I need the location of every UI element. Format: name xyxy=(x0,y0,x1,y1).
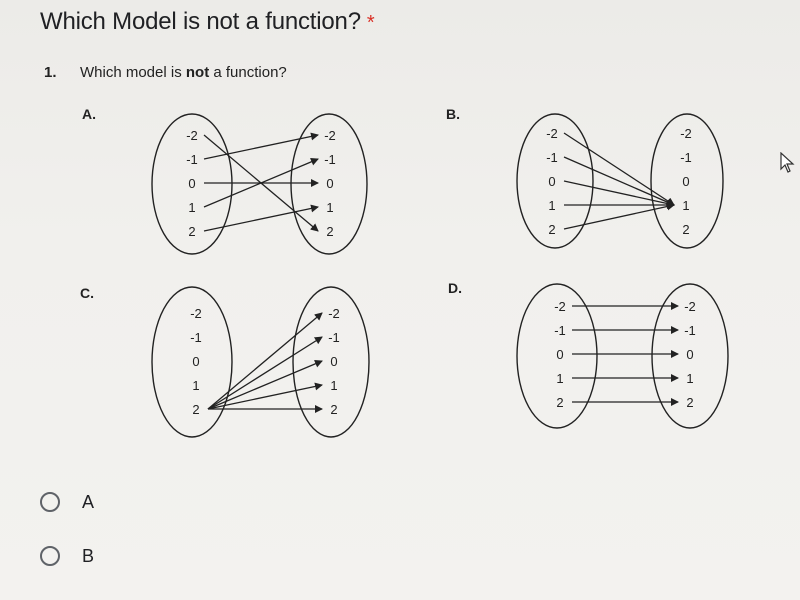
option-b-label: B xyxy=(82,545,95,566)
model-d-domain-oval xyxy=(516,283,598,429)
mouse-pointer-icon xyxy=(780,152,795,173)
model-b-diagram: -2 -1 0 1 2 -2 -1 0 1 2 xyxy=(516,113,724,249)
prompt-after: a function? xyxy=(209,64,287,81)
model-a-range-value: 1 xyxy=(326,200,333,215)
model-a-domain-value: 1 xyxy=(188,200,195,215)
prompt-bold: not xyxy=(185,64,210,81)
option-a[interactable]: A xyxy=(40,488,94,516)
model-b-arrow xyxy=(563,202,675,230)
model-a-domain-value: -2 xyxy=(186,128,198,143)
model-d-range-value: 0 xyxy=(686,347,693,362)
model-c-range-value: -1 xyxy=(328,330,340,345)
model-b-range-value: -2 xyxy=(680,126,692,141)
model-b-range-oval xyxy=(650,113,724,249)
model-d-domain-value: -1 xyxy=(554,323,566,338)
model-d-range-value: 1 xyxy=(686,371,693,386)
model-c-domain-value: 0 xyxy=(192,354,199,369)
model-a-domain-value: 2 xyxy=(188,224,195,239)
model-c-domain-value: -1 xyxy=(190,330,202,345)
model-c-arrow xyxy=(207,360,323,410)
model-b-range-value: 2 xyxy=(682,222,689,237)
model-a-range-value: 2 xyxy=(326,224,333,239)
model-a-arrow xyxy=(203,158,319,208)
radio-a[interactable] xyxy=(40,492,60,512)
prompt-before: Which model is xyxy=(80,64,186,81)
model-c-domain-value: -2 xyxy=(190,306,202,321)
answer-options: A B xyxy=(40,488,94,596)
model-b-domain-oval xyxy=(516,113,594,249)
option-b[interactable]: B xyxy=(40,542,94,570)
model-c-range-value: -2 xyxy=(328,306,340,321)
model-b-domain-value: 2 xyxy=(548,222,555,237)
model-b-range-value: 1 xyxy=(682,198,689,213)
model-d-range-value: 2 xyxy=(686,395,693,410)
model-a-range-oval xyxy=(290,113,368,255)
model-c-domain-oval xyxy=(151,286,233,438)
question-title-text: Which Model is not a function? xyxy=(40,8,361,35)
model-b-arrow xyxy=(563,180,675,208)
model-c-range-oval xyxy=(292,286,370,438)
model-a-range-value: 0 xyxy=(326,176,333,191)
model-b-range-value: 0 xyxy=(682,174,689,189)
model-a-range-value: -1 xyxy=(324,152,336,167)
model-d-domain-value: 2 xyxy=(556,395,563,410)
radio-b[interactable] xyxy=(40,546,60,566)
model-a-domain-oval xyxy=(151,113,233,255)
model-b-arrow xyxy=(563,156,675,206)
question-number: 1. xyxy=(44,64,57,81)
model-c-domain-value: 1 xyxy=(192,378,199,393)
model-a-domain-value: 0 xyxy=(188,176,195,191)
model-a-range-value: -2 xyxy=(324,128,336,143)
model-d-range-oval xyxy=(651,283,729,429)
model-a-arrow xyxy=(203,204,319,232)
question-title: Which Model is not a function?* xyxy=(40,8,375,36)
model-b-domain-value: -2 xyxy=(546,126,558,141)
model-c-range-value: 1 xyxy=(330,378,337,393)
model-d-domain-value: 0 xyxy=(556,347,563,362)
model-b-label: B. xyxy=(446,106,460,122)
model-d-range-value: -2 xyxy=(684,299,696,314)
model-d-domain-value: 1 xyxy=(556,371,563,386)
model-b-domain-value: -1 xyxy=(546,150,558,165)
option-a-label: A xyxy=(82,491,95,512)
model-c-arrow xyxy=(207,312,323,410)
model-c-range-value: 0 xyxy=(330,354,337,369)
model-b-arrow xyxy=(563,132,675,206)
model-b-domain-value: 1 xyxy=(548,198,555,213)
model-a-diagram: -2 -1 0 1 2 -2 -1 0 1 2 xyxy=(151,113,368,255)
model-b-range-value: -1 xyxy=(680,150,692,165)
model-d-diagram: -2 -1 0 1 2 -2 -1 0 1 2 xyxy=(516,283,729,429)
model-a-label: A. xyxy=(82,106,96,122)
model-b-domain-value: 0 xyxy=(548,174,555,189)
model-c-range-value: 2 xyxy=(330,402,337,417)
model-a-arrow xyxy=(203,132,319,160)
question-prompt: Which model is not a function? xyxy=(80,64,287,81)
model-c-arrow xyxy=(207,336,323,410)
model-d-domain-value: -2 xyxy=(554,299,566,314)
model-d-range-value: -1 xyxy=(684,323,696,338)
model-c-domain-value: 2 xyxy=(192,402,199,417)
model-c-diagram: -2 -1 0 1 2 -2 -1 0 1 2 xyxy=(151,286,370,438)
model-d-label: D. xyxy=(448,280,462,296)
model-c-label: C. xyxy=(80,285,94,301)
model-c-arrow xyxy=(207,382,323,410)
required-marker: * xyxy=(366,12,375,34)
model-a-domain-value: -1 xyxy=(186,152,198,167)
